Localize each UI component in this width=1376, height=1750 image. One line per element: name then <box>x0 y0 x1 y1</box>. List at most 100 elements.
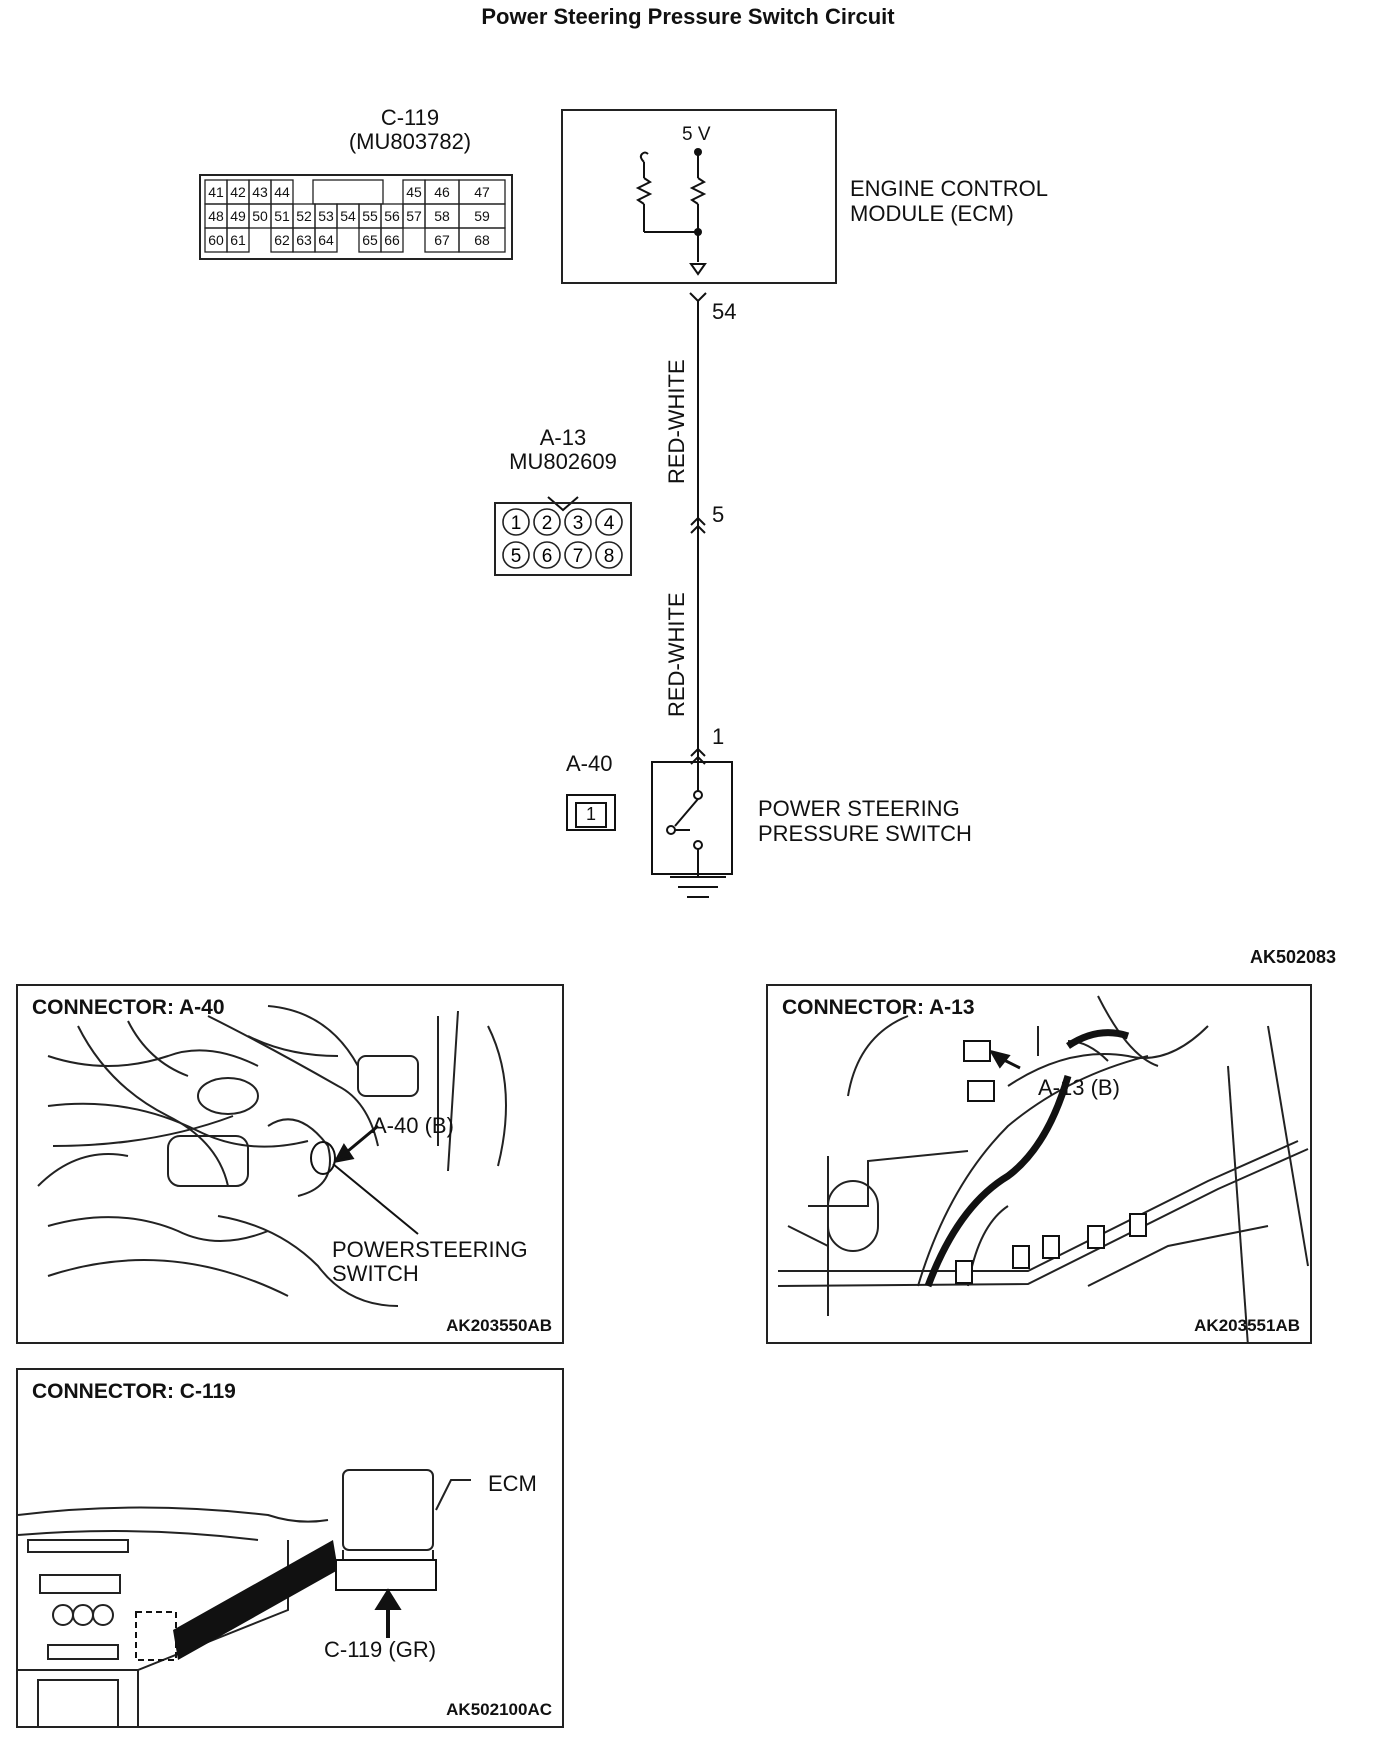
c119-pin-label: 48 <box>208 208 224 224</box>
panel-c119-ecm-label: ECM <box>488 1471 537 1496</box>
c119-pin-label: 66 <box>384 232 400 248</box>
a40-pin-label: 1 <box>585 804 596 824</box>
a40-connector-icon <box>566 794 616 831</box>
a13-pin-label: 1 <box>511 513 522 534</box>
c119-connector-name: C-119 <box>380 105 440 130</box>
panel-connector-a40: CONNECTOR: A-40 A-40 (B) POWERSTEERING S… <box>16 984 564 1344</box>
c119-pin-label: 58 <box>434 208 450 224</box>
panel-a13-callout: A-13 (B) <box>1038 1075 1120 1100</box>
c119-connector-face: 41 42 43 44 45 46 47 48 49 50 51 52 53 54 55 56 57 58 59 60… <box>199 174 513 260</box>
ecm-pullup-resistor-icon <box>635 177 653 205</box>
a13-connector-icon <box>963 1040 991 1062</box>
a13-pin-circle <box>502 508 530 536</box>
a13-pin-circle <box>564 541 592 569</box>
a13-harness-drawing <box>777 995 1309 1342</box>
c119-pin-label: 64 <box>318 232 334 248</box>
c119-pin-label: 59 <box>474 208 490 224</box>
c119-pin-label: 57 <box>406 208 422 224</box>
c119-pin-label: 55 <box>362 208 378 224</box>
c119-pin-label: 65 <box>362 232 378 248</box>
wire-color-upper: RED-WHITE <box>664 359 689 484</box>
pin-1-label: 1 <box>712 724 725 749</box>
a13-key-notch-icon <box>547 496 579 512</box>
c119-pin-label: 63 <box>296 232 312 248</box>
c119-pin-label: 41 <box>208 184 224 200</box>
ecm-box <box>561 109 837 284</box>
panel-c119-title: CONNECTOR: C-119 <box>32 1380 236 1403</box>
panel-a40-title: CONNECTOR: A-40 <box>32 996 225 1019</box>
c119-pin-label: 68 <box>474 232 490 248</box>
pin54-terminal-icon <box>689 292 707 303</box>
c119-pin-label: 46 <box>434 184 450 200</box>
panel-c119-code: AK502100AC <box>446 1700 552 1719</box>
c119-pin-grid: 41 42 43 44 45 46 47 48 49 50 51 52 53 54 55 56 57 58 59 60… <box>204 179 506 253</box>
a13-pin-circle <box>502 541 530 569</box>
c119-pin-label: 67 <box>434 232 450 248</box>
c119-pin-label: 44 <box>274 184 290 200</box>
a13-pin-label: 5 <box>511 546 522 567</box>
panel-a40-part-line1: POWERSTEERING <box>332 1237 528 1262</box>
a13-pin-circle <box>595 508 623 536</box>
ecm-unit-icon <box>342 1469 434 1551</box>
c119-dashboard-drawing <box>18 1469 471 1726</box>
a40-connector-name: A-40 <box>566 751 613 776</box>
page-title: Power Steering Pressure Switch Circuit <box>481 4 895 29</box>
ecm-sense-resistor-icon <box>689 177 707 205</box>
c119-pin-label: 49 <box>230 208 246 224</box>
panel-a40-callout: A-40 (B) <box>372 1113 454 1138</box>
a13-pin-label: 8 <box>604 546 615 567</box>
c119-pin-label: 62 <box>274 232 290 248</box>
ecm-ground-icon <box>689 263 707 276</box>
panel-a40-part-line2: SWITCH <box>332 1261 419 1286</box>
c119-pin-label: 51 <box>274 208 290 224</box>
ecm-voltage-label: 5 V <box>682 124 711 145</box>
pin-5-label: 5 <box>712 502 725 527</box>
wire-color-lower: RED-WHITE <box>664 592 689 717</box>
c119-pin-label: 56 <box>384 208 400 224</box>
c119-pin-label: 50 <box>252 208 268 224</box>
a13-pin-circle <box>533 541 561 569</box>
a13-connector-name: A-13 <box>539 425 587 450</box>
c119-pin-label: 53 <box>318 208 334 224</box>
c119-pin-label: 47 <box>474 184 490 200</box>
c119-pin-cell <box>314 227 338 253</box>
a13-pin-label: 6 <box>542 546 553 567</box>
c119-pin-cell <box>226 227 250 253</box>
a13-part-number: MU802609 <box>509 449 617 474</box>
panel-connector-c119: CONNECTOR: C-119 ECM C-119 (GR) AK502100… <box>16 1368 564 1728</box>
c119-pin-label: 54 <box>340 208 356 224</box>
a13-pin-label: 3 <box>573 513 584 534</box>
switch-label-line1: POWER STEERING <box>758 796 960 821</box>
switch-contact-icon <box>674 798 699 827</box>
panel-a13-title: CONNECTOR: A-13 <box>782 996 975 1019</box>
c119-pin-label: 43 <box>252 184 268 200</box>
c119-pin-label: 61 <box>230 232 246 248</box>
a13-pin-circle <box>533 508 561 536</box>
c119-pin-cell <box>380 227 404 253</box>
circuit-wiring <box>547 148 733 898</box>
c119-pin-label: 52 <box>296 208 312 224</box>
a13-pin-label: 2 <box>542 513 553 534</box>
panel-c119-callout: C-119 (GR) <box>324 1637 437 1662</box>
ecm-label-line2: MODULE (ECM) <box>850 201 1014 226</box>
c119-pin-label: 60 <box>208 232 224 248</box>
ecm-label-line1: ENGINE CONTROL <box>850 176 1049 201</box>
c119-pin-label: 45 <box>406 184 422 200</box>
c119-pin-label: 42 <box>230 184 246 200</box>
c119-pin-cell <box>458 227 506 253</box>
a13-pin-label: 4 <box>604 513 615 534</box>
pin-54-label: 54 <box>712 299 737 324</box>
panel-a13-code: AK203551AB <box>1194 1316 1300 1335</box>
ecm-left-resistor-top-icon <box>639 151 649 163</box>
a13-pin-circle <box>595 541 623 569</box>
a13-pin-circle <box>564 508 592 536</box>
switch-label-line2: PRESSURE SWITCH <box>758 821 972 846</box>
a13-pin-label: 7 <box>573 546 584 567</box>
diagram-code: AK502083 <box>1250 947 1337 967</box>
panel-connector-a13: CONNECTOR: A-13 A-13 (B) AK203551AB <box>766 984 1312 1344</box>
a40-engine-bay-drawing <box>37 1005 507 1307</box>
switch-box <box>651 761 733 875</box>
panel-a40-code: AK203550AB <box>446 1316 552 1335</box>
c119-part-number: (MU803782) <box>348 129 472 154</box>
